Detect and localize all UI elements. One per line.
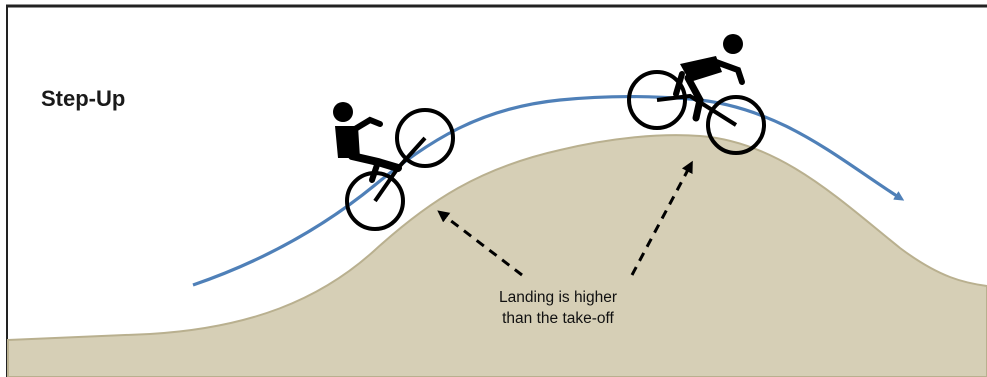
diagram-title: Step-Up xyxy=(41,86,125,112)
caption-line-1: Landing is higher xyxy=(468,287,648,308)
landing-caption: Landing is higher than the take-off xyxy=(468,287,648,329)
terrain-hill xyxy=(8,135,987,377)
caption-line-2: than the take-off xyxy=(468,308,648,329)
